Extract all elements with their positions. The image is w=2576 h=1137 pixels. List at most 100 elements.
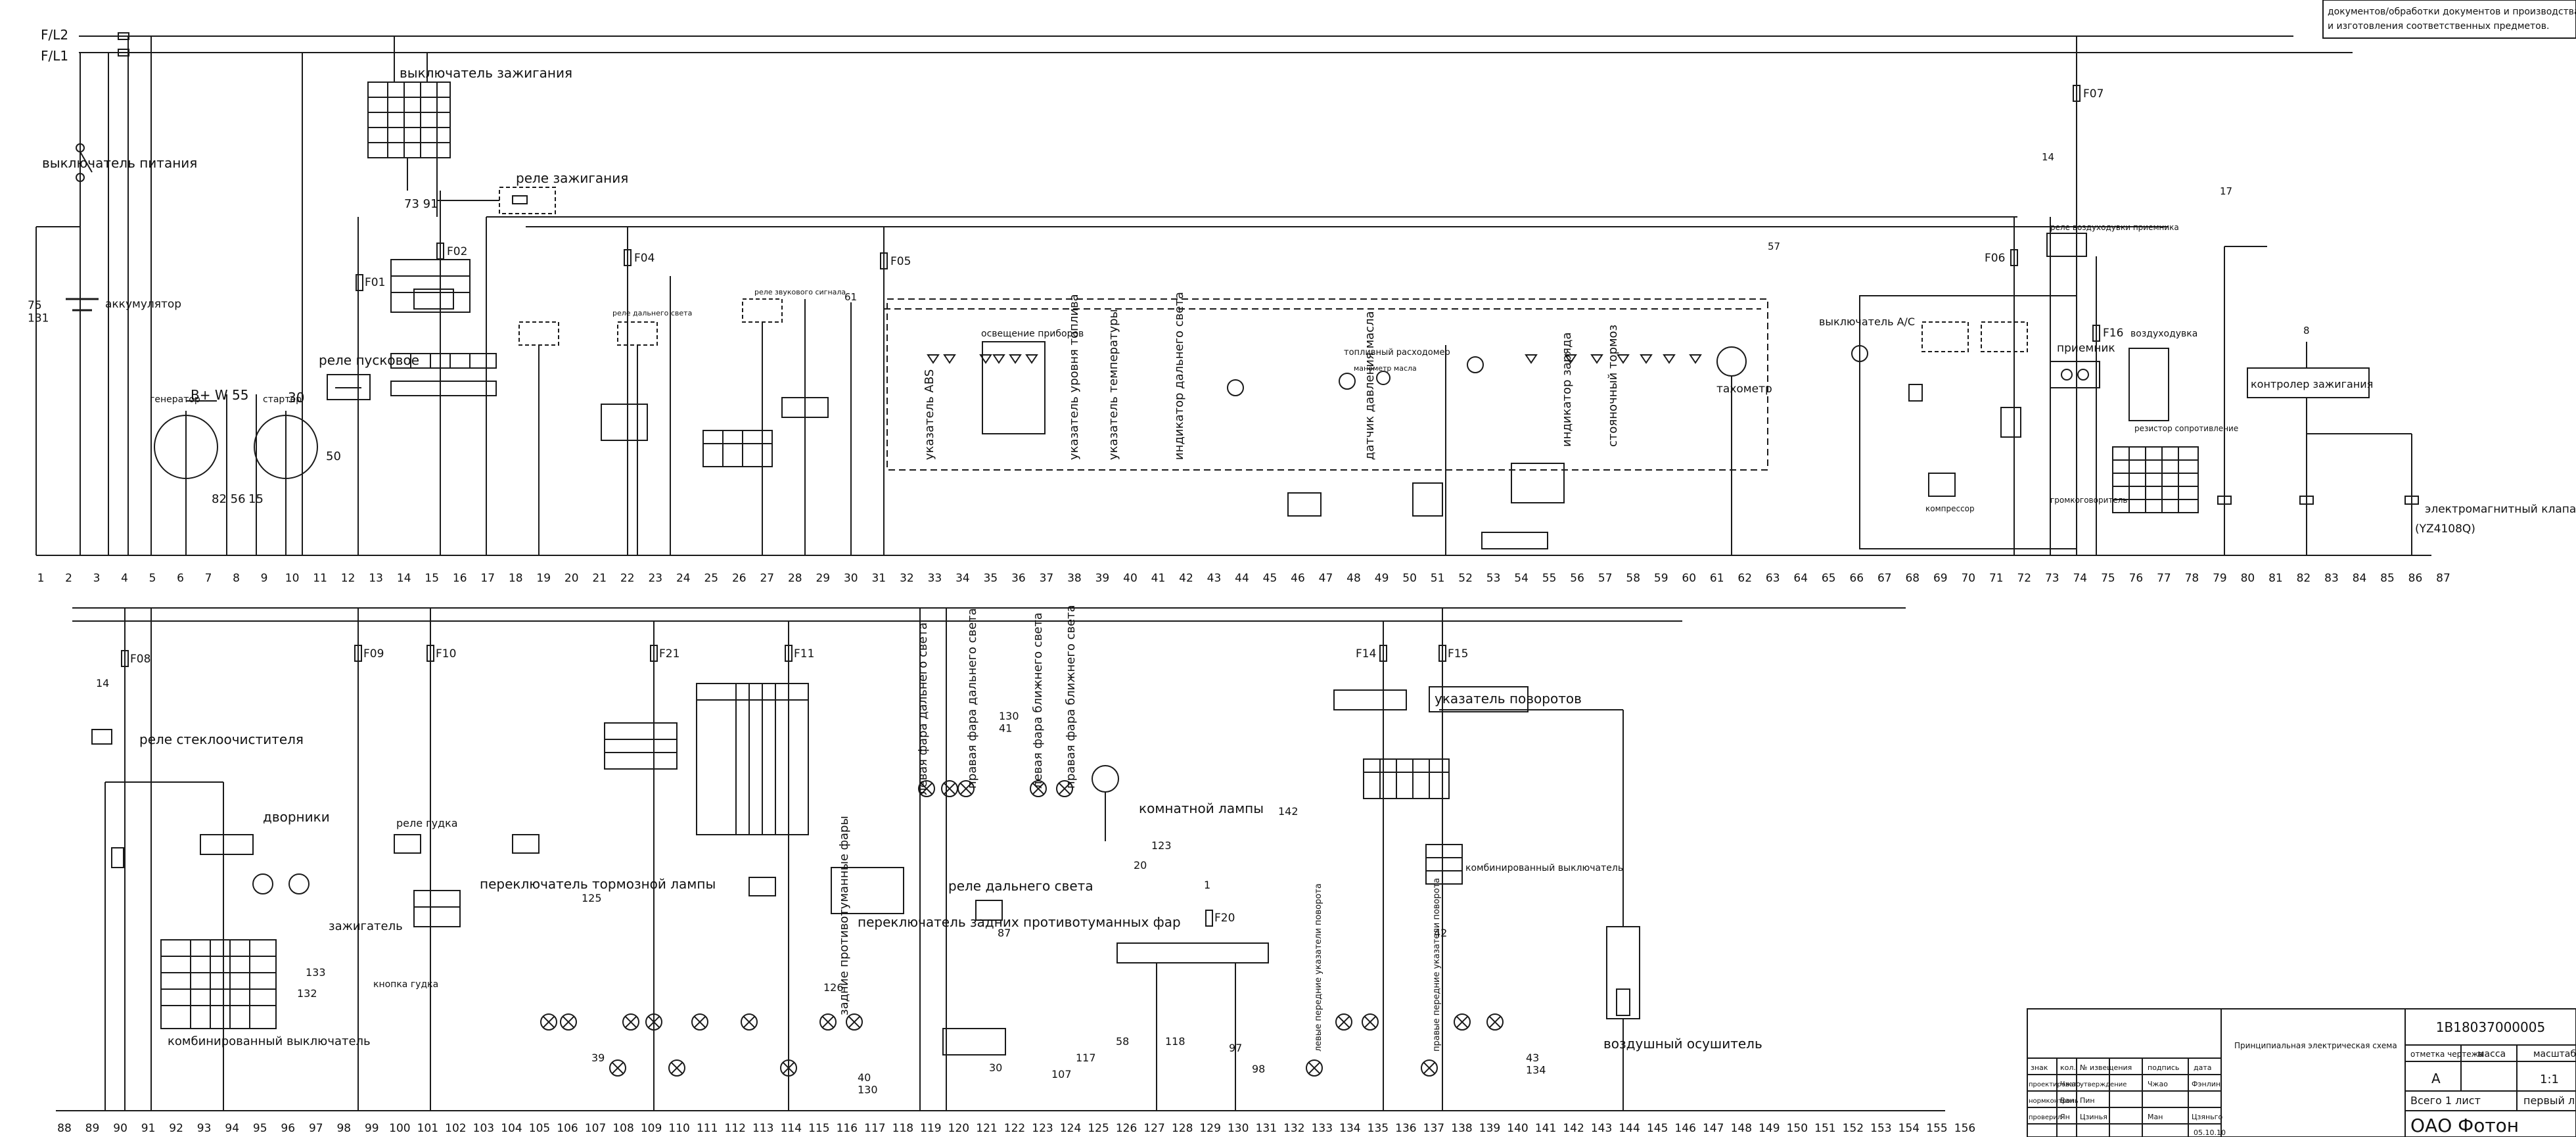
- column-number: 67: [1877, 572, 1892, 585]
- column-number: 102: [445, 1122, 466, 1135]
- vert-oil-label: датчик давления масла: [1363, 311, 1377, 460]
- vert-inst-label: освещение приборов: [981, 329, 1084, 339]
- tb-r1c1: знак: [2031, 1063, 2048, 1072]
- column-number: 146: [1674, 1122, 1695, 1135]
- column-number: 54: [1514, 572, 1529, 585]
- column-number: 84: [2353, 572, 2367, 585]
- rail-l2-label: F/L2: [41, 27, 68, 43]
- column-number: 88: [57, 1122, 72, 1135]
- fuse-f05-label: F05: [890, 255, 911, 268]
- tb-r4c5: Цзяньго: [2192, 1113, 2222, 1121]
- wire-142: 142: [1278, 805, 1299, 818]
- column-number: 61: [1710, 572, 1724, 585]
- column-number: 130: [1228, 1122, 1249, 1135]
- indicator-led-icon: [1663, 354, 1676, 364]
- lamp-icon: [622, 1013, 639, 1031]
- tb-r1c4: подпись: [2148, 1063, 2179, 1072]
- column-number: 68: [1905, 572, 1920, 585]
- column-number: 135: [1368, 1122, 1389, 1135]
- wire-87: 87: [998, 927, 1011, 939]
- column-number: 28: [788, 572, 802, 585]
- column-number: 7: [205, 572, 212, 585]
- tb-r2c3: утверждение: [2080, 1081, 2127, 1088]
- lamp-icon: [668, 1059, 685, 1077]
- lamp-icon: [609, 1059, 626, 1077]
- tb-r1c2: кол.: [2060, 1063, 2076, 1072]
- column-number: 48: [1346, 572, 1361, 585]
- drawing-name: Принципиальная электрическая схема: [2234, 1041, 2397, 1050]
- column-number: 58: [1626, 572, 1640, 585]
- column-number: 136: [1395, 1122, 1416, 1135]
- column-number: 8: [233, 572, 240, 585]
- v-right-far: правая фара дальнего света: [965, 608, 979, 789]
- column-number: 52: [1458, 572, 1473, 585]
- column-number: 70: [1961, 572, 1975, 585]
- indicator-led-icon: [943, 354, 956, 364]
- wiper-relay-label: реле стеклоочистителя: [139, 731, 304, 747]
- lamp-icon: [846, 1013, 863, 1031]
- column-number: 137: [1423, 1122, 1444, 1135]
- column-number: 112: [724, 1122, 745, 1135]
- lamp-icon: [540, 1013, 557, 1031]
- indicator-led-icon: [1590, 354, 1603, 364]
- column-number: 127: [1143, 1122, 1164, 1135]
- column-number: 132: [1283, 1122, 1304, 1135]
- lamp-icon: [741, 1013, 758, 1031]
- column-number: 115: [808, 1122, 829, 1135]
- column-number: 55: [1542, 572, 1557, 585]
- resistor-label: резистор сопротивление: [2134, 424, 2238, 433]
- column-number: 152: [1843, 1122, 1864, 1135]
- column-number: 111: [697, 1122, 718, 1135]
- column-number: 119: [920, 1122, 941, 1135]
- column-number: 129: [1199, 1122, 1220, 1135]
- combo-switch-label: комбинированный выключатель: [168, 1034, 371, 1048]
- v-turn-right: правые передние указатели поворота: [1432, 878, 1442, 1052]
- column-number: 105: [529, 1122, 550, 1135]
- tachometer-label: тахометр: [1716, 383, 1772, 396]
- rail-l1-label: F/L1: [41, 48, 68, 64]
- column-number: 83: [2324, 572, 2339, 585]
- compressor-label: компрессор: [1925, 504, 1975, 513]
- tb-r1c3: № извещения: [2080, 1063, 2132, 1072]
- wire-117: 117: [1076, 1052, 1096, 1064]
- vert-brake-label: стояночный тормоз: [1606, 325, 1620, 447]
- blower-label: воздуходувка: [2130, 329, 2197, 339]
- column-number: 144: [1619, 1122, 1640, 1135]
- column-number: 51: [1431, 572, 1445, 585]
- vert-abs-label: указатель ABS: [923, 369, 936, 460]
- wire-14-top: 14: [2042, 151, 2054, 163]
- wire-61: 61: [844, 291, 857, 303]
- wire-58: 58: [1116, 1035, 1129, 1048]
- column-number: 49: [1375, 572, 1389, 585]
- wire-132: 132: [297, 987, 317, 1000]
- fuse-f08-label: F08: [130, 653, 150, 666]
- column-number: 43: [1207, 572, 1222, 585]
- column-number: 87: [2436, 572, 2450, 585]
- wire-42: 42: [1434, 927, 1447, 939]
- lamp-icon: [645, 1013, 662, 1031]
- column-number: 31: [871, 572, 886, 585]
- indicator-led-icon: [979, 354, 992, 364]
- column-number: 147: [1703, 1122, 1724, 1135]
- rear-fog-label: переключатель задних противотуманных фар: [858, 914, 1181, 930]
- column-number: 82: [2297, 572, 2311, 585]
- column-number: 117: [864, 1122, 885, 1135]
- column-number: 9: [261, 572, 268, 585]
- column-number: 30: [844, 572, 858, 585]
- fuse-f21-label: F21: [659, 647, 679, 661]
- scale-value: 1:1: [2540, 1073, 2559, 1086]
- column-number: 39: [1095, 572, 1110, 585]
- column-number: 32: [900, 572, 914, 585]
- wire-125: 125: [582, 892, 602, 904]
- generator-label: генератор: [150, 394, 200, 405]
- column-number: 12: [341, 572, 356, 585]
- v-left-far: левая фара дальнего света: [916, 622, 930, 795]
- sign-value: A: [2431, 1071, 2441, 1086]
- tb-r2c4: Чжао: [2148, 1080, 2168, 1088]
- column-number: 64: [1793, 572, 1808, 585]
- column-number: 97: [309, 1122, 323, 1135]
